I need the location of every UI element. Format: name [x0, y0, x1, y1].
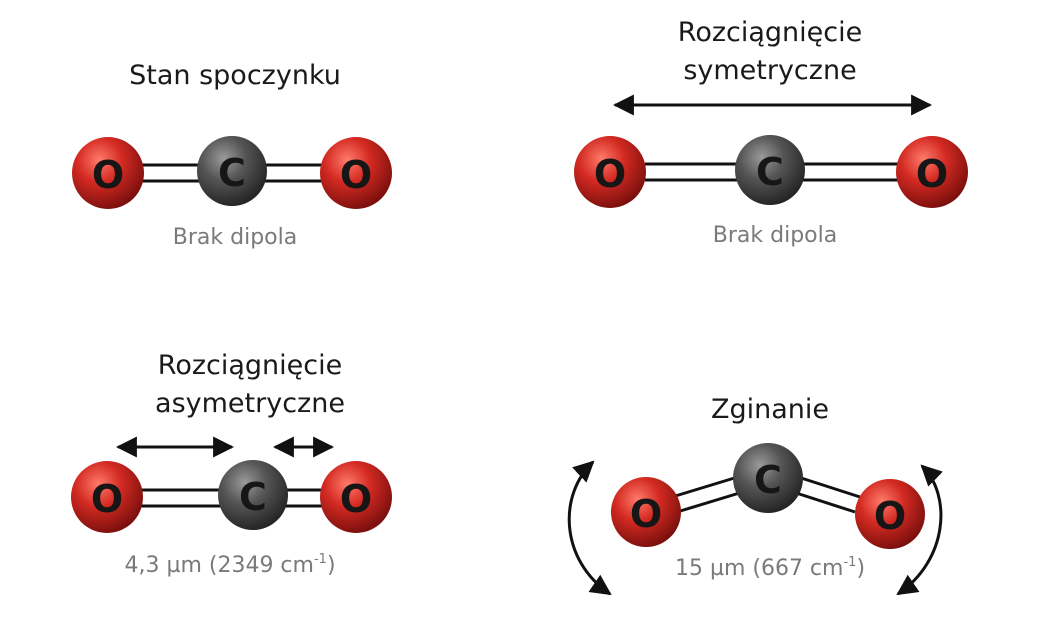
note-bending: 15 µm (667 cm-1) — [635, 555, 905, 583]
atom-symbol: O — [340, 477, 372, 521]
molecule-bending: O C O — [611, 443, 925, 549]
bond-symmetric-left — [645, 162, 740, 182]
oxygen-atom: O — [896, 136, 968, 208]
molecule-asymmetric: O C O — [71, 460, 392, 533]
oxygen-atom: O — [320, 461, 392, 533]
title-asymmetric-line1: Rozciągnięcie — [157, 350, 343, 381]
bond-bending-right — [789, 474, 861, 514]
note-asymmetric-exponent: -1 — [313, 552, 327, 567]
note-rest: Brak dipola — [172, 225, 298, 250]
title-rest: Stan spoczynku — [129, 60, 341, 91]
atom-symbol: O — [92, 153, 124, 197]
atom-symbol: O — [91, 477, 123, 521]
carbon-atom: C — [197, 136, 267, 206]
bond-asymmetric-right — [284, 488, 322, 508]
atom-symbol: C — [218, 151, 246, 195]
note-bending-exponent: -1 — [843, 555, 857, 570]
atom-symbol: O — [630, 492, 662, 536]
bend-arrow-right — [896, 464, 943, 596]
bond-bending-left — [671, 474, 747, 514]
bond-symmetric-right — [800, 162, 900, 182]
oxygen-atom: O — [72, 137, 144, 209]
note-bending-end: ) — [856, 556, 866, 581]
note-asymmetric: 4,3 µm (2349 cm-1) — [80, 552, 380, 580]
atom-symbol: C — [754, 458, 782, 502]
title-symmetric-line2: symetryczne — [683, 55, 857, 86]
atom-symbol: C — [756, 150, 784, 194]
bend-arrow-left — [567, 460, 612, 596]
molecule-symmetric: O C O — [574, 135, 968, 208]
carbon-atom: C — [735, 135, 805, 205]
atom-symbol: O — [594, 152, 626, 196]
carbon-atom: C — [218, 460, 288, 530]
title-bending: Zginanie — [710, 394, 830, 425]
bond-rest-right — [262, 163, 322, 183]
note-asymmetric-end: ) — [326, 553, 336, 578]
title-symmetric-line1: Rozciągnięcie — [677, 17, 863, 48]
oxygen-atom: O — [320, 137, 392, 209]
atom-symbol: O — [916, 152, 948, 196]
atom-symbol: O — [874, 494, 906, 538]
oxygen-atom: O — [855, 479, 925, 549]
oxygen-atom: O — [611, 477, 681, 547]
note-bending-main: 15 µm (667 cm — [674, 556, 844, 581]
bond-asymmetric-left — [140, 488, 222, 508]
note-asymmetric-main: 4,3 µm (2349 cm — [124, 553, 314, 578]
note-symmetric: Brak dipola — [712, 223, 838, 248]
oxygen-atom: O — [574, 136, 646, 208]
atom-symbol: C — [239, 475, 267, 519]
title-asymmetric-line2: asymetryczne — [155, 388, 345, 419]
oxygen-atom: O — [71, 461, 143, 533]
atom-symbol: O — [340, 153, 372, 197]
molecule-rest: O C O — [72, 136, 392, 209]
carbon-atom: C — [733, 443, 803, 513]
bond-rest-left — [140, 163, 200, 183]
